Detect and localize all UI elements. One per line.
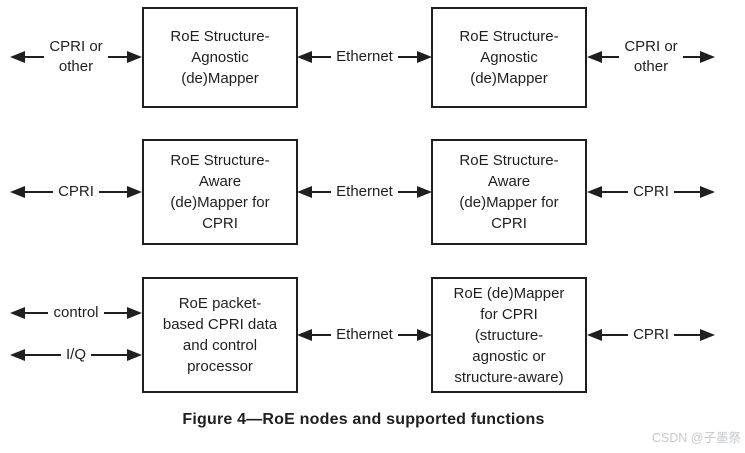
- arrow-left-icon: [297, 186, 312, 198]
- arrow-line: [673, 191, 700, 193]
- figure-caption: Figure 4—RoE nodes and supported functio…: [182, 411, 545, 428]
- link-label: CPRI: [58, 183, 94, 200]
- arrow-left-icon: [10, 307, 25, 319]
- link-cpri-or-other-row1-left: CPRI or other: [10, 37, 142, 77]
- link-cpri-or-other-row1-right: CPRI or other: [587, 37, 715, 77]
- link-label: CPRI or other: [49, 38, 103, 75]
- link-cpri-row3-right: CPRI: [587, 325, 715, 345]
- arrow-line: [312, 56, 332, 58]
- arrow-left-icon: [587, 186, 602, 198]
- arrow-line: [682, 56, 700, 58]
- arrow-line: [312, 191, 332, 193]
- arrow-line: [602, 56, 620, 58]
- link-ethernet-row2: Ethernet: [297, 182, 432, 202]
- box-structure-agnostic-demapper-left: RoE Structure- Agnostic (de)Mapper: [142, 7, 298, 108]
- arrow-line: [397, 56, 417, 58]
- link-label: Ethernet: [336, 48, 393, 65]
- arrow-right-icon: [127, 51, 142, 63]
- link-label: CPRI: [633, 183, 669, 200]
- link-label: Ethernet: [336, 183, 393, 200]
- arrow-left-icon: [297, 51, 312, 63]
- arrow-right-icon: [127, 307, 142, 319]
- arrow-right-icon: [127, 186, 142, 198]
- arrow-line: [25, 56, 45, 58]
- arrow-line: [103, 312, 127, 314]
- arrow-line: [673, 334, 700, 336]
- arrow-line: [98, 191, 127, 193]
- arrow-line: [25, 191, 54, 193]
- arrow-line: [107, 56, 127, 58]
- arrow-line: [602, 191, 629, 193]
- arrow-right-icon: [700, 51, 715, 63]
- arrow-right-icon: [417, 329, 432, 341]
- arrow-right-icon: [417, 51, 432, 63]
- arrow-left-icon: [10, 51, 25, 63]
- arrow-left-icon: [10, 349, 25, 361]
- arrow-left-icon: [587, 329, 602, 341]
- box-structure-aware-demapper-left: RoE Structure- Aware (de)Mapper for CPRI: [142, 139, 298, 245]
- arrow-right-icon: [127, 349, 143, 361]
- link-ethernet-row1: Ethernet: [297, 47, 432, 67]
- arrow-line: [25, 312, 49, 314]
- arrow-line: [602, 334, 629, 336]
- link-cpri-row2-left: CPRI: [10, 182, 142, 202]
- box-roe-demapper-for-cpri: RoE (de)Mapper for CPRI (structure- agno…: [431, 277, 587, 393]
- arrow-line: [312, 334, 332, 336]
- arrow-line: [397, 334, 417, 336]
- link-label: Ethernet: [336, 326, 393, 343]
- arrow-right-icon: [700, 329, 715, 341]
- arrow-right-icon: [417, 186, 432, 198]
- link-iq-row3: I/Q: [10, 345, 143, 365]
- arrow-left-icon: [297, 329, 312, 341]
- arrow-line: [25, 354, 61, 356]
- box-structure-aware-demapper-right: RoE Structure- Aware (de)Mapper for CPRI: [431, 139, 587, 245]
- arrow-line: [91, 354, 128, 356]
- link-label: I/Q: [66, 346, 87, 363]
- link-control-row3: control: [10, 303, 142, 323]
- arrow-left-icon: [587, 51, 602, 63]
- arrow-right-icon: [700, 186, 715, 198]
- link-ethernet-row3: Ethernet: [297, 325, 432, 345]
- arrow-line: [397, 191, 417, 193]
- link-label: CPRI: [633, 326, 669, 343]
- box-packet-based-cpri-processor: RoE packet- based CPRI data and control …: [142, 277, 298, 393]
- link-label: CPRI or other: [624, 38, 678, 75]
- csdn-watermark: CSDN @子墨祭: [651, 431, 741, 445]
- box-structure-agnostic-demapper-right: RoE Structure- Agnostic (de)Mapper: [431, 7, 587, 108]
- link-cpri-row2-right: CPRI: [587, 182, 715, 202]
- arrow-left-icon: [10, 186, 25, 198]
- link-label: control: [53, 304, 99, 321]
